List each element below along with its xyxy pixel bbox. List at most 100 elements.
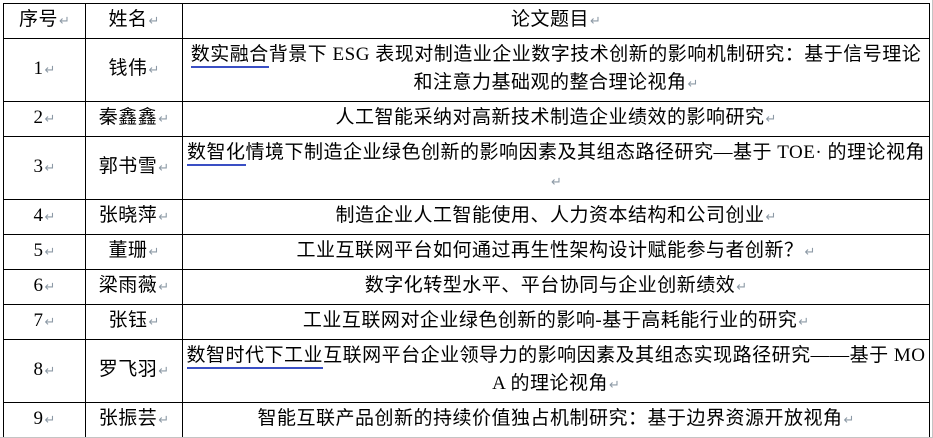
paragraph-mark-icon: ↵: [44, 112, 56, 127]
cell-author-name: 钱伟↵: [85, 38, 183, 102]
header-cell-name: 姓名↵: [85, 3, 183, 39]
paragraph-mark-icon: ↵: [551, 175, 562, 190]
cell-author-name: 张振芸↵: [85, 402, 183, 437]
cell-index: 4↵: [3, 199, 86, 235]
cell-index: 8↵: [3, 339, 86, 403]
row-index: 2: [33, 107, 44, 128]
paragraph-mark-icon: ↵: [158, 413, 170, 428]
cell-author-name: 秦鑫鑫↵: [85, 101, 183, 137]
author-name: 张振芸: [98, 408, 158, 429]
table-row: 8↵罗飞羽↵数智时代下工业互联网平台企业领导力的影响因素及其组态实现路径研究——…: [3, 339, 930, 403]
author-name: 梁雨薇: [98, 275, 158, 296]
author-name: 罗飞羽: [98, 359, 158, 380]
table-row: 2↵秦鑫鑫↵人工智能采纳对高新技术制造企业绩效的影响研究↵: [3, 101, 930, 137]
row-index: 7: [33, 310, 44, 331]
author-name: 张钰: [108, 310, 148, 331]
paragraph-mark-icon: ↵: [44, 280, 56, 295]
cell-index: 9↵: [3, 402, 86, 437]
table-row: 1↵钱伟↵数实融合背景下 ESG 表现对制造业企业数字技术创新的影响机制研究：基…: [3, 38, 930, 102]
cell-paper-title: 人工智能采纳对高新技术制造企业绩效的影响研究↵: [182, 101, 930, 137]
table-row: 3↵郭书雪↵数智化情境下制造企业绿色创新的影响因素及其组态路径研究—基于 TOE…: [3, 136, 930, 200]
paragraph-mark-icon: ↵: [148, 14, 160, 29]
row-index: 9: [33, 408, 44, 429]
cell-author-name: 梁雨薇↵: [85, 269, 183, 305]
cell-index: 6↵: [3, 269, 86, 305]
cell-index: 7↵: [3, 304, 86, 340]
table-row: 4↵张晓萍↵制造企业人工智能使用、人力资本结构和公司创业↵: [3, 199, 930, 235]
author-name: 秦鑫鑫: [98, 107, 158, 128]
title-text: 人工智能采纳对高新技术制造企业绩效的影响研究: [335, 107, 765, 128]
cell-paper-title: 工业互联网对企业绿色创新的影响-基于高耗能行业的研究↵: [182, 304, 930, 340]
paragraph-mark-icon: ↵: [158, 210, 170, 225]
cell-author-name: 罗飞羽↵: [85, 339, 183, 403]
cell-paper-title: 数字化转型水平、平台协同与企业创新绩效↵: [182, 269, 930, 305]
author-name: 钱伟: [108, 58, 148, 79]
grammar-underlined-text: 数实融合: [190, 44, 269, 68]
papers-table: 序号↵ 姓名↵ 论文题目↵ 1↵钱伟↵数实融合背景下 ESG 表现对制造业企业数…: [3, 3, 930, 437]
cell-paper-title: 数实融合背景下 ESG 表现对制造业企业数字技术创新的影响机制研究：基于信号理论…: [182, 38, 930, 102]
table-body: 1↵钱伟↵数实融合背景下 ESG 表现对制造业企业数字技术创新的影响机制研究：基…: [3, 38, 930, 437]
paragraph-mark-icon: ↵: [148, 63, 160, 78]
paragraph-mark-icon: ↵: [44, 161, 56, 176]
cell-author-name: 张钰↵: [85, 304, 183, 340]
paragraph-mark-icon: ↵: [804, 245, 816, 260]
paragraph-mark-icon: ↵: [59, 14, 70, 29]
author-name: 郭书雪: [98, 156, 158, 177]
cell-index: 1↵: [3, 38, 86, 102]
title-text: 背景下 ESG 表现对制造业企业数字技术创新的影响机制研究：基于信号理论和注意力…: [268, 44, 922, 93]
cell-paper-title: 工业互联网平台如何通过再生性架构设计赋能参与者创新？↵: [182, 234, 930, 270]
paragraph-mark-icon: ↵: [158, 364, 170, 379]
paragraph-mark-icon: ↵: [148, 245, 160, 260]
header-label-title: 论文题目: [511, 9, 590, 30]
cell-author-name: 董珊↵: [85, 234, 183, 270]
paragraph-mark-icon: ↵: [590, 14, 601, 29]
title-text: 数字化转型水平、平台协同与企业创新绩效: [364, 275, 736, 296]
paragraph-mark-icon: ↵: [158, 161, 170, 176]
author-name: 张晓萍: [98, 205, 158, 226]
cell-index: 2↵: [3, 101, 86, 137]
grammar-underlined-text: 数智化: [187, 142, 246, 166]
cell-paper-title: 数智化情境下制造企业绿色创新的影响因素及其组态路径研究—基于 TOE· 的理论视…: [182, 136, 930, 200]
row-index: 5: [33, 240, 44, 261]
paragraph-mark-icon: ↵: [843, 413, 855, 428]
paragraph-mark-icon: ↵: [44, 245, 56, 260]
header-label-name: 姓名: [108, 9, 148, 30]
cell-paper-title: 制造企业人工智能使用、人力资本结构和公司创业↵: [182, 199, 930, 235]
paragraph-mark-icon: ↵: [798, 315, 810, 330]
row-index: 8: [33, 359, 44, 380]
grammar-underlined-text: 数智时代下工业: [186, 345, 324, 369]
cell-author-name: 郭书雪↵: [85, 136, 183, 200]
paragraph-mark-icon: ↵: [44, 413, 56, 428]
paragraph-mark-icon: ↵: [44, 315, 56, 330]
header-label-index: 序号: [19, 9, 59, 30]
title-text: 智能互联产品创新的持续价值独占机制研究：基于边界资源开放视角: [257, 408, 843, 429]
paragraph-mark-icon: ↵: [158, 112, 170, 127]
table-row: 9↵张振芸↵智能互联产品创新的持续价值独占机制研究：基于边界资源开放视角↵: [3, 402, 930, 437]
paragraph-mark-icon: ↵: [158, 280, 170, 295]
paragraph-mark-icon: ↵: [765, 112, 777, 127]
title-text: 工业互联网对企业绿色创新的影响-基于高耗能行业的研究: [302, 310, 798, 331]
row-index: 1: [33, 58, 44, 79]
title-text: 工业互联网平台如何通过再生性架构设计赋能参与者创新？: [296, 240, 804, 261]
title-text: 情境下制造企业绿色创新的影响因素及其组态路径研究—基于 TOE· 的理论视角: [245, 142, 925, 163]
table-row: 7↵张钰↵工业互联网对企业绿色创新的影响-基于高耗能行业的研究↵: [3, 304, 930, 340]
paragraph-mark-icon: ↵: [736, 280, 748, 295]
title-text: 制造企业人工智能使用、人力资本结构和公司创业: [335, 205, 765, 226]
cell-author-name: 张晓萍↵: [85, 199, 183, 235]
paragraph-mark-icon: ↵: [765, 210, 777, 225]
paragraph-mark-icon: ↵: [44, 210, 56, 225]
row-index: 4: [33, 205, 44, 226]
cell-index: 5↵: [3, 234, 86, 270]
table-row: 6↵梁雨薇↵数字化转型水平、平台协同与企业创新绩效↵: [3, 269, 930, 305]
cell-paper-title: 数智时代下工业互联网平台企业领导力的影响因素及其组态实现路径研究——基于 MOA…: [182, 339, 930, 403]
paragraph-mark-icon: ↵: [609, 378, 620, 393]
row-index: 6: [33, 275, 44, 296]
paragraph-mark-icon: ↵: [44, 364, 56, 379]
cell-paper-title: 智能互联产品创新的持续价值独占机制研究：基于边界资源开放视角↵: [182, 402, 930, 437]
table-row: 5↵董珊↵工业互联网平台如何通过再生性架构设计赋能参与者创新？↵: [3, 234, 930, 270]
paragraph-mark-icon: ↵: [687, 77, 699, 92]
cell-index: 3↵: [3, 136, 86, 200]
row-index: 3: [33, 156, 44, 177]
author-name: 董珊: [108, 240, 148, 261]
